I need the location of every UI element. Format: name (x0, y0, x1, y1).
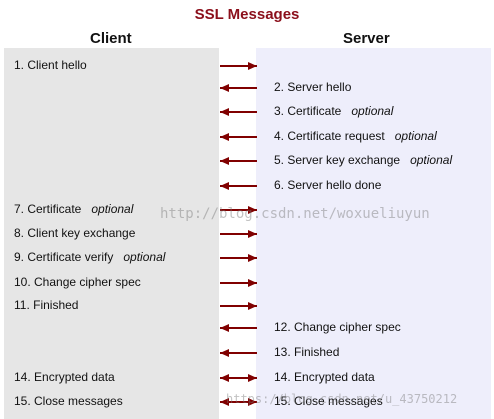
message-label: 15. Close messages (274, 394, 383, 408)
message-label: 11. Finished (14, 298, 79, 312)
arrowhead-left (220, 84, 229, 92)
message-13: 13. Finished (274, 345, 339, 359)
message-7: 7. Certificate optional (14, 202, 133, 216)
arrowhead-left (220, 349, 229, 357)
arrowhead-left (220, 398, 229, 406)
arrowhead-left (220, 108, 229, 116)
arrowhead-left (220, 133, 229, 141)
client-header: Client (90, 30, 132, 47)
arrowhead-left (220, 157, 229, 165)
optional-tag: optional (394, 129, 437, 143)
diagram-title: SSL Messages (194, 6, 300, 23)
arrowhead-left (220, 374, 229, 382)
optional-tag: optional (91, 202, 134, 216)
message-label: 13. Finished (274, 345, 340, 359)
message-label: 9. Certificate verify (14, 250, 114, 264)
arrowhead-right (248, 374, 257, 382)
server-column (256, 48, 491, 419)
message-3: 3. Certificate optional (274, 104, 393, 118)
message-label: 1. Client hello (14, 58, 87, 72)
arrowhead-right (248, 279, 257, 287)
arrowhead-right (248, 230, 257, 238)
optional-tag: optional (351, 104, 394, 118)
message-2: 2. Server hello (274, 80, 351, 94)
message-5: 5. Server key exchange optional (274, 153, 452, 167)
message-label: 15. Close messages (14, 394, 123, 408)
optional-tag: optional (410, 153, 453, 167)
message-label: 2. Server hello (274, 80, 352, 94)
message-4: 4. Certificate request optional (274, 129, 437, 143)
message-1: 1. Client hello (14, 58, 87, 72)
message-label: 5. Server key exchange (274, 153, 401, 167)
message-11: 11. Finished (14, 298, 78, 312)
arrowhead-left (220, 182, 229, 190)
message-label: 6. Server hello done (274, 178, 382, 192)
message-12: 12. Change cipher spec (274, 320, 401, 334)
message-15-server: 15. Close messages (274, 394, 383, 408)
server-header: Server (343, 30, 390, 47)
message-6: 6. Server hello done (274, 178, 381, 192)
arrowhead-right (248, 254, 257, 262)
optional-tag: optional (123, 250, 166, 264)
message-8: 8. Client key exchange (14, 226, 135, 240)
message-14-server: 14. Encrypted data (274, 370, 375, 384)
message-label: 3. Certificate (274, 104, 342, 118)
message-14-client: 14. Encrypted data (14, 370, 115, 384)
message-label: 14. Encrypted data (274, 370, 375, 384)
client-column (4, 48, 219, 419)
arrowhead-right (248, 62, 257, 70)
message-label: 10. Change cipher spec (14, 275, 141, 289)
message-label: 7. Certificate (14, 202, 82, 216)
arrowhead-left (220, 324, 229, 332)
message-label: 12. Change cipher spec (274, 320, 401, 334)
message-9: 9. Certificate verify optional (14, 250, 165, 264)
message-label: 8. Client key exchange (14, 226, 136, 240)
arrowhead-right (248, 302, 257, 310)
message-10: 10. Change cipher spec (14, 275, 141, 289)
message-label: 4. Certificate request (274, 129, 385, 143)
message-15-client: 15. Close messages (14, 394, 123, 408)
message-label: 14. Encrypted data (14, 370, 115, 384)
arrowhead-right (248, 206, 257, 214)
arrowhead-right (248, 398, 257, 406)
